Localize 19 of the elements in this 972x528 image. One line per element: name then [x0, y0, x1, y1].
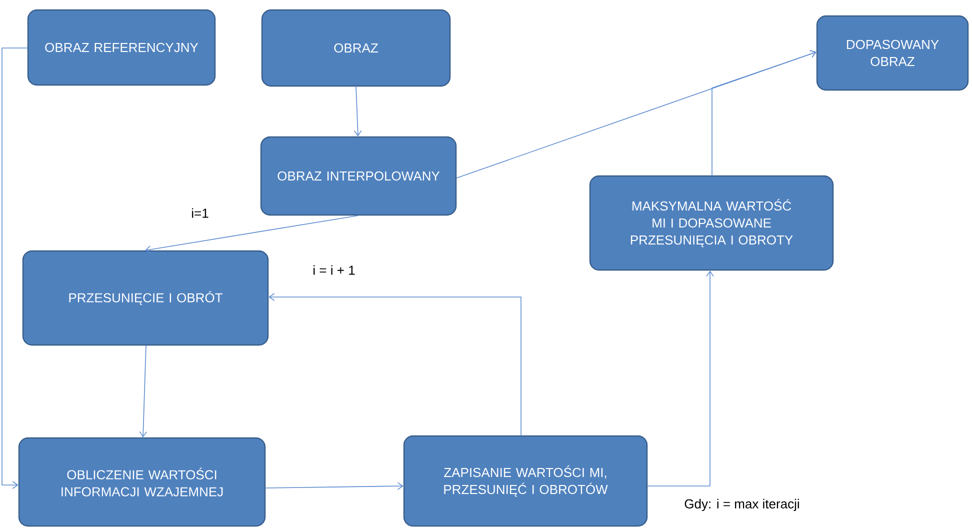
process-box: OBRAZ	[261, 9, 451, 87]
edge-label: i = i + 1	[312, 264, 356, 276]
arrow	[2, 48, 28, 489]
arrow	[139, 345, 148, 438]
process-box: OBLICZENIE WARTOŚCI INFORMACJI WZAJEMNEJ	[18, 437, 266, 527]
arrow	[265, 482, 404, 490]
arrow	[145, 215, 358, 254]
arrow	[354, 86, 362, 136]
process-box: MAKSYMALNA WARTOŚĆ MI I DOPASOWANE PRZESUNIĘCIA I OBROTY	[589, 175, 834, 271]
process-box: OBRAZ INTERPOLOWANY	[260, 136, 457, 216]
arrow	[712, 50, 816, 176]
process-box: OBRAZ REFERENCYJNY	[27, 9, 216, 86]
arrow	[268, 293, 522, 436]
process-box: ZAPISANIE WARTOŚCI MI, PRZESUNIĘĆ I OBROTÓW	[403, 435, 648, 527]
edge-label: i=1	[190, 207, 210, 219]
arrow	[647, 270, 714, 486]
edge-label: Gdy: i = max iteracji	[683, 498, 801, 512]
process-box: DOPASOWANY OBRAZ	[816, 15, 969, 91]
process-box: PRZESUNIĘCIE I OBRÓT	[22, 250, 269, 346]
